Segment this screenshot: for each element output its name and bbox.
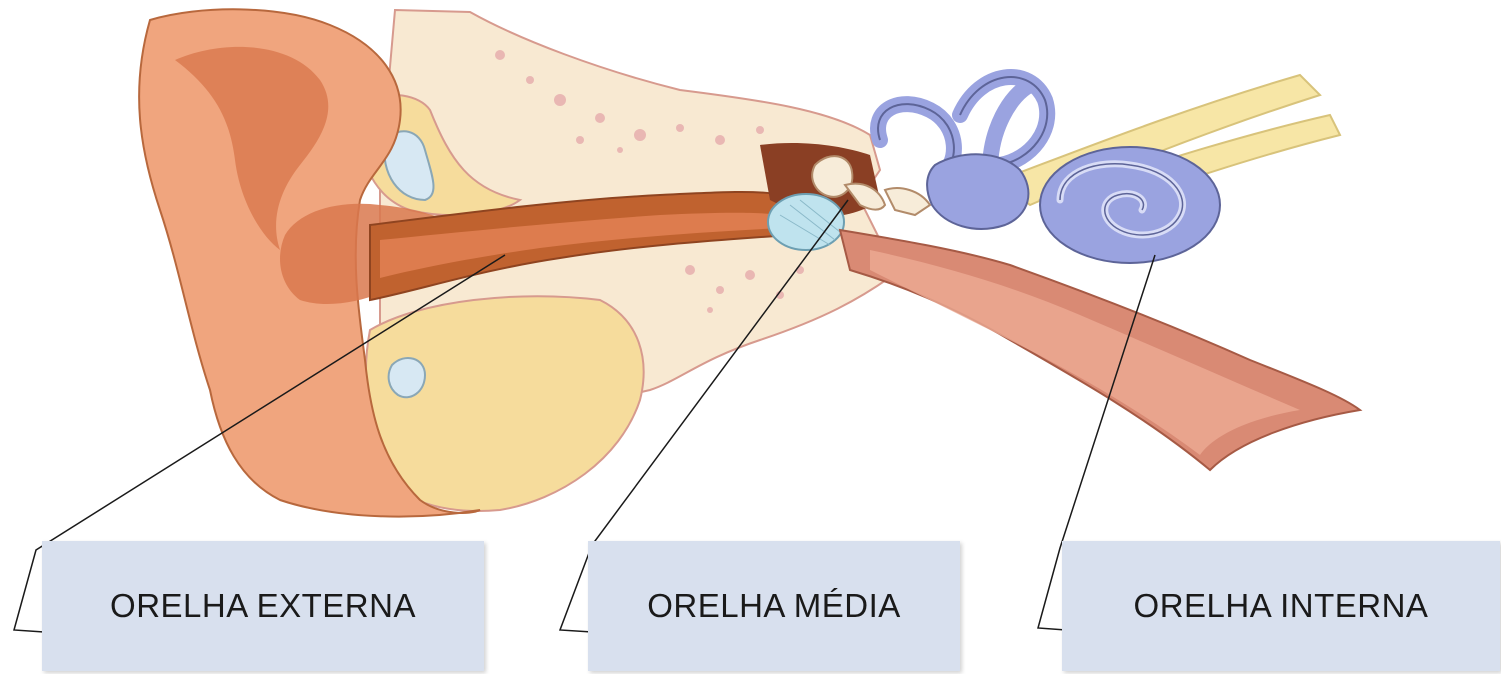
eustachian-tube-lining: [870, 250, 1300, 455]
cochlea: [1040, 147, 1220, 263]
label-inner-ear: ORELHA INTERNA: [1134, 587, 1429, 625]
label-box-middle-ear: ORELHA MÉDIA: [588, 541, 960, 671]
label-external-ear: ORELHA EXTERNA: [110, 587, 416, 625]
label-box-external-ear: ORELHA EXTERNA: [42, 541, 484, 671]
lower-cartilage-pocket: [389, 358, 425, 397]
label-middle-ear: ORELHA MÉDIA: [647, 587, 901, 625]
vestibule: [927, 154, 1028, 229]
label-box-inner-ear: ORELHA INTERNA: [1062, 541, 1500, 671]
lower-cartilage: [366, 296, 644, 511]
